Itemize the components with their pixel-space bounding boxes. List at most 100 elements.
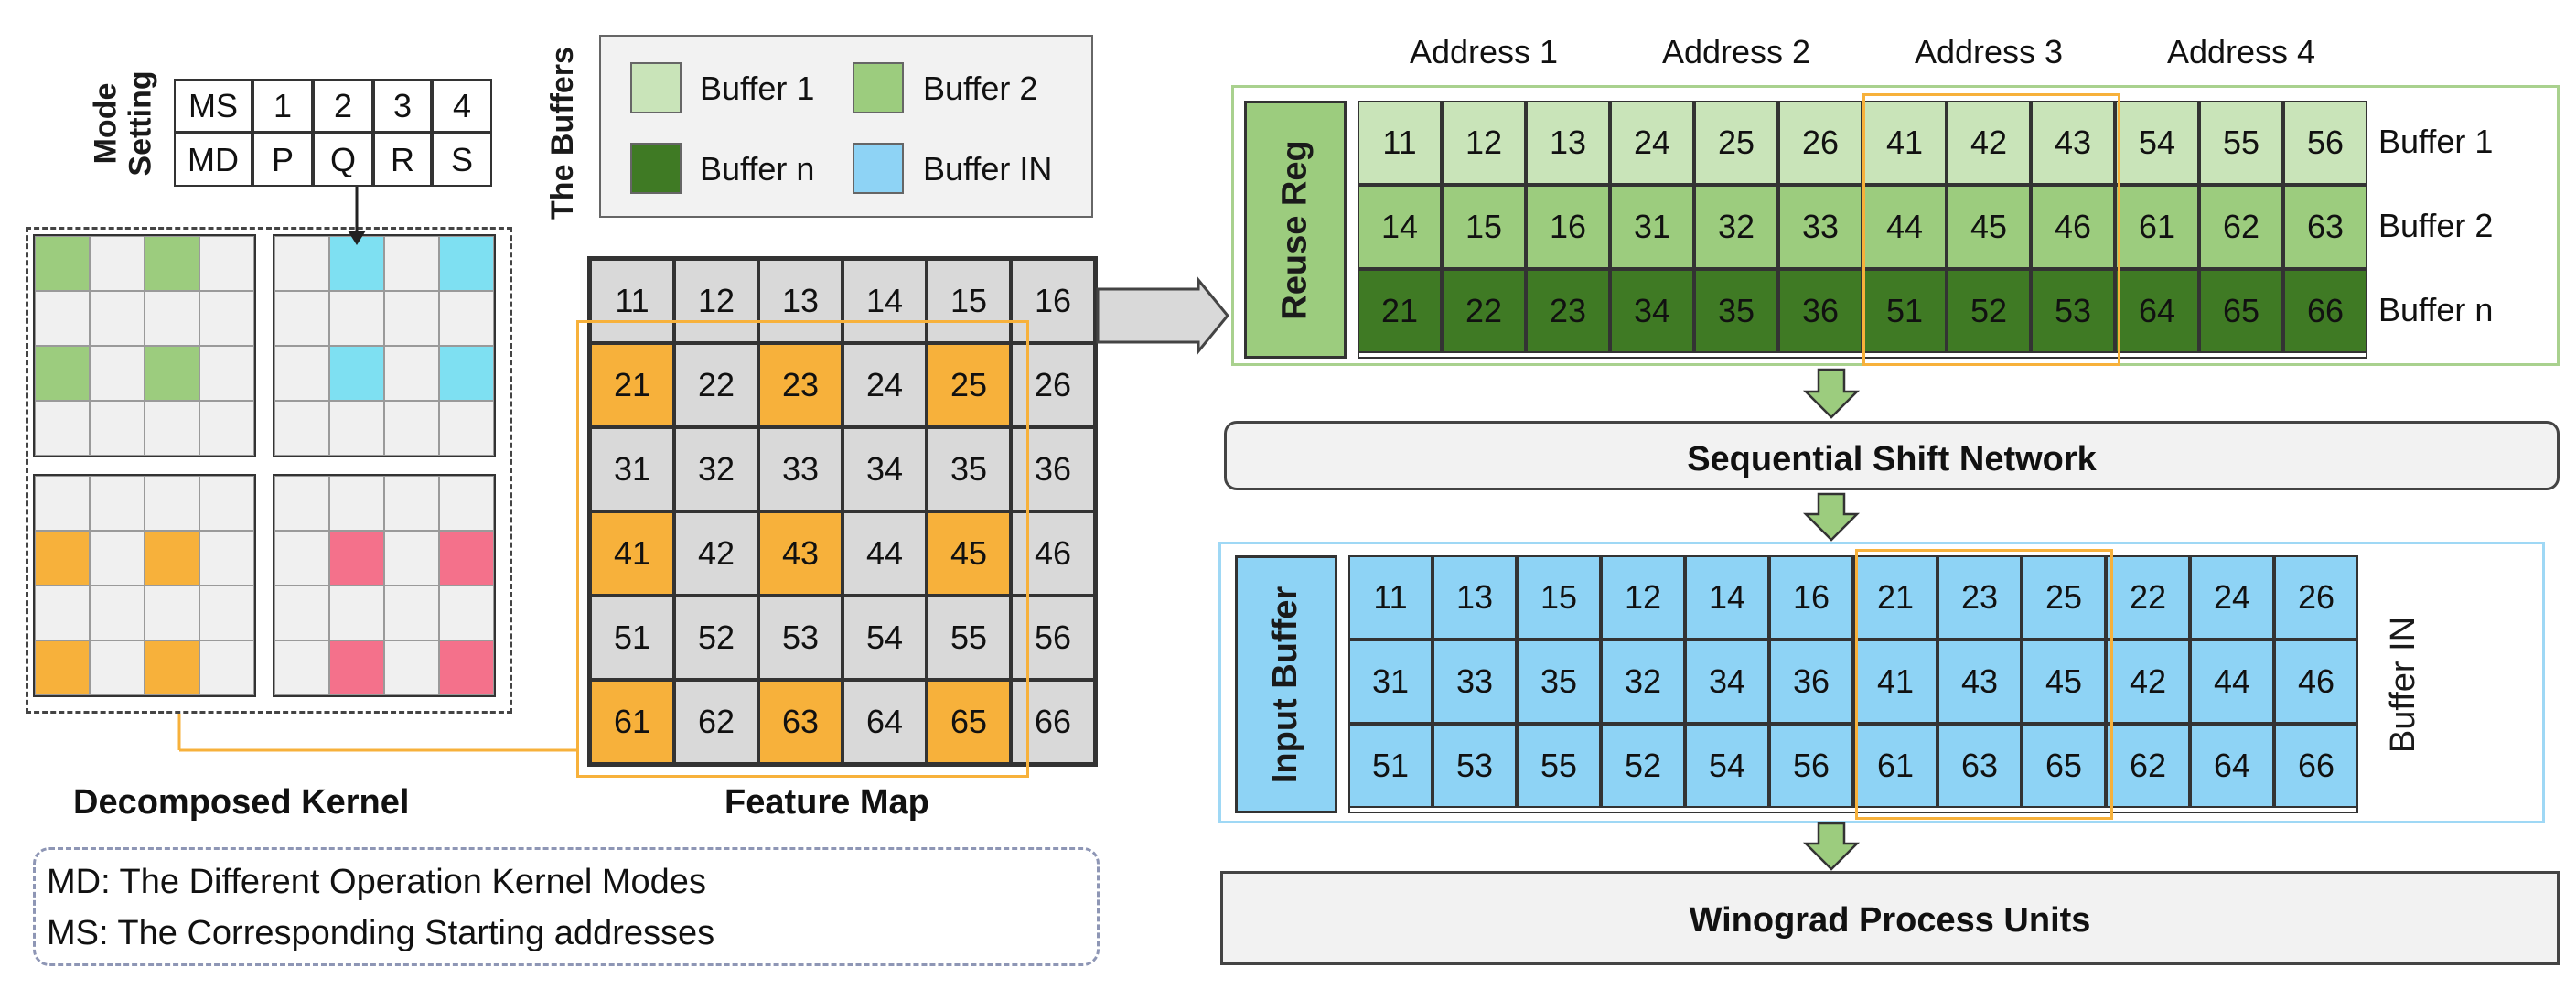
kernel-mode-grid-s — [273, 474, 496, 697]
kernel-empty-cell — [274, 401, 329, 456]
input-buffer-cell: 16 — [1769, 555, 1853, 640]
kernel-empty-cell — [384, 640, 439, 695]
feature-map-cell: 34 — [843, 427, 927, 511]
feature-map-cell: 12 — [674, 259, 758, 343]
feature-map-cell: 56 — [1011, 596, 1095, 680]
kernel-empty-cell — [90, 531, 145, 586]
feature-map-cell-highlighted: 63 — [758, 680, 843, 764]
notes-box: MD: The Different Operation Kernel Modes… — [33, 847, 1100, 966]
sequential-shift-network-box: Sequential Shift Network — [1224, 421, 2560, 490]
feature-map-cell: 26 — [1011, 343, 1095, 427]
kernel-active-cell — [145, 531, 199, 586]
kernel-empty-cell — [199, 401, 254, 456]
kernel-empty-cell — [329, 476, 384, 531]
note-ms: MS: The Corresponding Starting addresses — [47, 914, 715, 952]
kernel-empty-cell — [274, 476, 329, 531]
kernel-empty-cell — [274, 236, 329, 291]
input-buffer-cell: 24 — [2190, 555, 2274, 640]
kernel-empty-cell — [145, 476, 199, 531]
feature-map-cell-highlighted: 65 — [927, 680, 1011, 764]
address-label-4: Address 4 — [2166, 33, 2316, 70]
kernel-empty-cell — [90, 401, 145, 456]
feature-map-cell: 42 — [674, 511, 758, 596]
kernel-empty-cell — [274, 640, 329, 695]
legend-swatch-buffer-2 — [853, 62, 904, 113]
kernel-empty-cell — [199, 291, 254, 346]
input-to-winograd-arrow — [1802, 822, 1861, 871]
mode-table-cell: MD — [174, 133, 252, 187]
reuse-row-label: Buffer 2 — [2378, 207, 2494, 244]
kernel-empty-cell — [199, 531, 254, 586]
feature-map-cell: 36 — [1011, 427, 1095, 511]
input-buffer-cell: 35 — [1517, 640, 1601, 724]
kernel-empty-cell — [384, 586, 439, 640]
input-buffer-cell: 11 — [1348, 555, 1433, 640]
kernel-active-cell — [329, 531, 384, 586]
address-label-3: Address 3 — [1914, 33, 2064, 70]
legend-label-buffer-2: Buffer 2 — [923, 70, 1038, 107]
kernel-empty-cell — [384, 291, 439, 346]
reuse-reg-cell: 34 — [1610, 269, 1694, 353]
kernel-empty-cell — [384, 476, 439, 531]
reuse-reg-cell: 23 — [1526, 269, 1610, 353]
input-buffer-cell: 65 — [2022, 724, 2106, 808]
kernel-empty-cell — [90, 476, 145, 531]
kernel-active-cell — [329, 640, 384, 695]
input-buffer-cell: 54 — [1685, 724, 1769, 808]
reuse-reg-cell: 65 — [2199, 269, 2283, 353]
reuse-reg-cell: 12 — [1442, 101, 1526, 185]
kernel-empty-cell — [145, 401, 199, 456]
kernel-empty-cell — [384, 236, 439, 291]
reuse-reg-cell: 15 — [1442, 185, 1526, 269]
reuse-reg-cell: 53 — [2031, 269, 2115, 353]
reuse-reg-label-box: Reuse Reg — [1244, 101, 1347, 359]
kernel-active-cell — [145, 346, 199, 401]
sequential-shift-network-label: Sequential Shift Network — [1687, 440, 2097, 478]
input-buffer-cell: 44 — [2190, 640, 2274, 724]
mode-table-cell: 2 — [313, 79, 373, 133]
reuse-reg-cell: 52 — [1947, 269, 2031, 353]
kernel-empty-cell — [439, 291, 494, 346]
kernel-active-cell — [35, 346, 90, 401]
feature-map-cell: 46 — [1011, 511, 1095, 596]
feature-map-cell: 51 — [590, 596, 674, 680]
input-buffer-window — [1855, 549, 2113, 820]
reuse-reg-cell: 61 — [2115, 185, 2199, 269]
feature-map-cell: 55 — [927, 596, 1011, 680]
decomposed-kernel-grids — [33, 234, 503, 704]
input-buffer-cell: 46 — [2274, 640, 2358, 724]
input-buffer-cell: 32 — [1601, 640, 1685, 724]
kernel-active-cell — [145, 236, 199, 291]
feature-map-cell: 14 — [843, 259, 927, 343]
note-md: MD: The Different Operation Kernel Modes — [47, 863, 706, 901]
feature-map-stride-window — [576, 320, 1029, 778]
feature-map-cell: 66 — [1011, 680, 1095, 764]
mode-table-cell: 3 — [373, 79, 432, 133]
input-buffer-cell: 31 — [1348, 640, 1433, 724]
feature-map-cell: 15 — [927, 259, 1011, 343]
decomposed-kernel-frame — [26, 227, 512, 714]
feature-map-cell: 32 — [674, 427, 758, 511]
kernel-active-cell — [439, 640, 494, 695]
input-buffer-cell: 23 — [1937, 555, 2022, 640]
input-buffer-cell: 56 — [1769, 724, 1853, 808]
kernel-mode-grid-q — [273, 234, 496, 457]
reuse-reg-cell: 44 — [1862, 185, 1947, 269]
mode-table-cell: Q — [313, 133, 373, 187]
feature-map-label: Feature Map — [724, 783, 929, 822]
input-buffer-cell: 14 — [1685, 555, 1769, 640]
mode-table-cell: R — [373, 133, 432, 187]
feature-map-cell-highlighted: 21 — [590, 343, 674, 427]
kernel-empty-cell — [90, 236, 145, 291]
input-buffer-cell: 41 — [1853, 640, 1937, 724]
kernel-active-cell — [329, 346, 384, 401]
input-buffer-cell: 13 — [1433, 555, 1517, 640]
legend-label-buffer-n: Buffer n — [700, 150, 815, 188]
reuse-reg-cell: 24 — [1610, 101, 1694, 185]
reuse-reg-cell: 66 — [2283, 269, 2367, 353]
reuse-reg-cell: 13 — [1526, 101, 1610, 185]
kernel-empty-cell — [199, 640, 254, 695]
